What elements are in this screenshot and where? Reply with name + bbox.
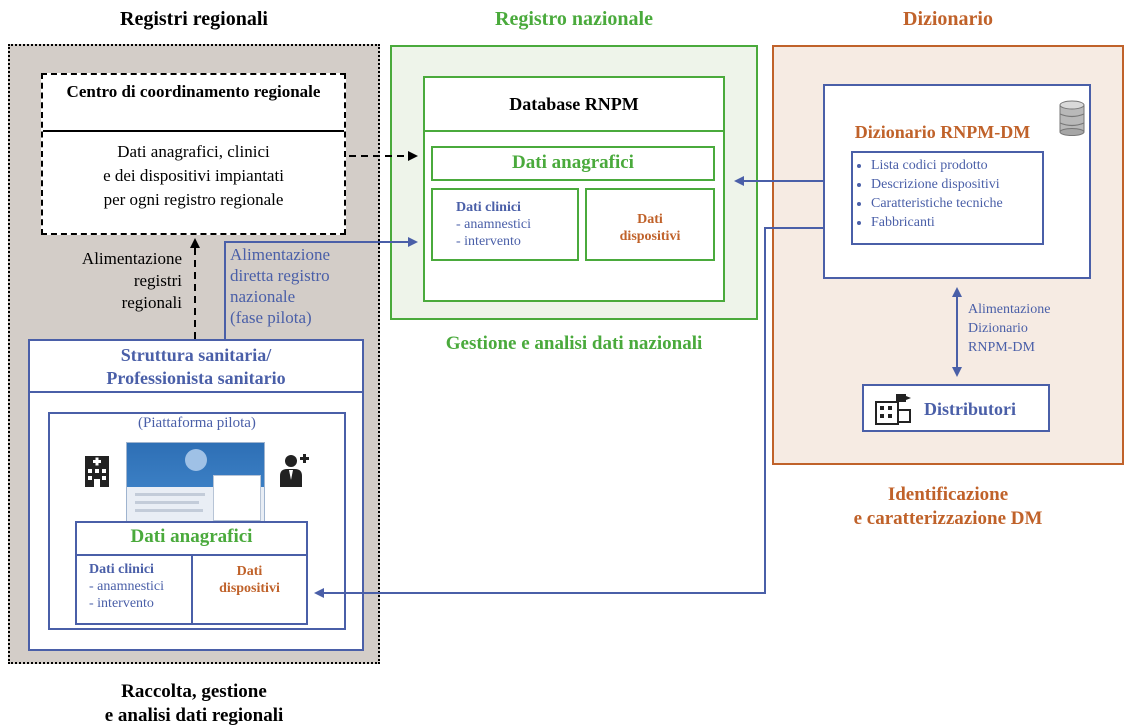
- label-line: Alimentazione: [81, 249, 182, 268]
- centro-line: e dei dispositivi impiantati: [103, 166, 284, 185]
- centro-title: Centro di coordinamento regionale: [43, 75, 344, 132]
- label-line: regionali: [121, 293, 182, 312]
- distributori-label: Distributori: [924, 399, 1016, 419]
- diz-item: Caratteristiche tecniche: [871, 194, 1042, 213]
- diz-item: Descrizione dispositivi: [871, 175, 1042, 194]
- alimentazione-regionali-label: Alimentazione registri regionali: [40, 248, 182, 314]
- dispositivi-line: dispositivi: [619, 229, 681, 244]
- regional-title: Registri regionali: [120, 8, 268, 30]
- arrow-diretta-to-database: [224, 237, 418, 339]
- clinici-item: - intervento: [456, 234, 521, 249]
- dictionary-title: Dizionario: [903, 8, 993, 30]
- struttura-line: Professionista sanitario: [106, 368, 286, 388]
- label-line: Dizionario: [968, 321, 1028, 336]
- centro-line: Dati anagrafici, clinici: [117, 142, 270, 161]
- platform-screenshot: [126, 442, 265, 524]
- dispositivi-line: dispositivi: [219, 581, 280, 596]
- national-dispositivi-box: Dati dispositivi: [585, 188, 715, 261]
- hospital-icon: [85, 456, 109, 487]
- database-icon: [1059, 100, 1085, 136]
- distributori-box: Distributori: [862, 384, 1050, 432]
- clinici-item: - intervento: [89, 596, 154, 611]
- dictionary-caption: Identificazione e caratterizzazione DM: [772, 483, 1124, 531]
- label-line: nazionale: [230, 287, 296, 306]
- label-line: diretta registro: [230, 266, 330, 285]
- label-line: RNPM-DM: [968, 340, 1035, 355]
- diz-item: Fabbricanti: [871, 213, 1042, 232]
- label-line: Alimentazione: [968, 302, 1051, 317]
- caption-line: e analisi dati regionali: [104, 705, 284, 726]
- clinici-item: - anamnestici: [456, 217, 532, 232]
- regional-dati-clinici: Dati clinici - anamnestici - intervento: [89, 561, 189, 612]
- regional-dati-dispositivi: Dati dispositivi: [193, 563, 306, 597]
- caption-line: e caratterizzazione DM: [853, 508, 1043, 529]
- struttura-title: Struttura sanitaria/ Professionista sani…: [30, 341, 362, 393]
- label-line: Alimentazione: [230, 245, 331, 264]
- diz-title: Dizionario RNPM-DM: [854, 122, 1031, 142]
- diz-items-list: Lista codici prodotto Descrizione dispos…: [851, 151, 1044, 245]
- regional-dati-anagrafici: Dati anagrafici: [130, 526, 253, 547]
- national-dati-box: Dati anagrafici: [431, 146, 715, 181]
- clinici-title: Dati clinici: [89, 562, 154, 577]
- national-caption: Gestione e analisi dati nazionali: [445, 333, 703, 354]
- label-line: (fase pilota): [230, 308, 312, 327]
- alimentazione-dizionario-label: Alimentazione Dizionario RNPM-DM: [968, 300, 1098, 357]
- arrow-dizionario-to-struttura: [314, 227, 823, 598]
- label-line: registri: [133, 271, 182, 290]
- diz-item: Lista codici prodotto: [871, 156, 1042, 175]
- dispositivi-line: Dati: [637, 212, 663, 227]
- regional-dati-box: Dati anagrafici Dati clinici - anamnesti…: [75, 521, 308, 625]
- clinici-title: Dati clinici: [456, 200, 521, 215]
- dispositivi-line: Dati: [236, 564, 263, 579]
- alimentazione-diretta-label: Alimentazione diretta registro nazionale…: [230, 244, 380, 328]
- caption-line: Raccolta, gestione: [121, 681, 267, 702]
- regional-caption: Raccolta, gestione e analisi dati region…: [8, 680, 380, 728]
- building-truck-icon: [875, 394, 911, 425]
- national-dati-anagrafici: Dati anagrafici: [512, 152, 634, 173]
- clinici-item: - anamnestici: [89, 579, 165, 594]
- db-title: Database RNPM: [509, 94, 639, 114]
- national-clinici-box: Dati clinici - anamnestici - intervento: [431, 188, 579, 261]
- doctor-icon: [280, 454, 309, 487]
- piattaforma-label: (Piattaforma pilota): [138, 415, 256, 431]
- centro-coordinamento-box: Centro di coordinamento regionale Dati a…: [41, 73, 346, 235]
- struttura-line: Struttura sanitaria/: [120, 345, 272, 365]
- database-rnpm-box: Database RNPM Dati anagrafici Dati clini…: [423, 76, 725, 302]
- caption-line: Identificazione: [887, 484, 1009, 505]
- national-title: Registro nazionale: [495, 8, 653, 30]
- centro-body: Dati anagrafici, clinici e dei dispositi…: [43, 134, 344, 212]
- centro-line: per ogni registro regionale: [103, 190, 284, 209]
